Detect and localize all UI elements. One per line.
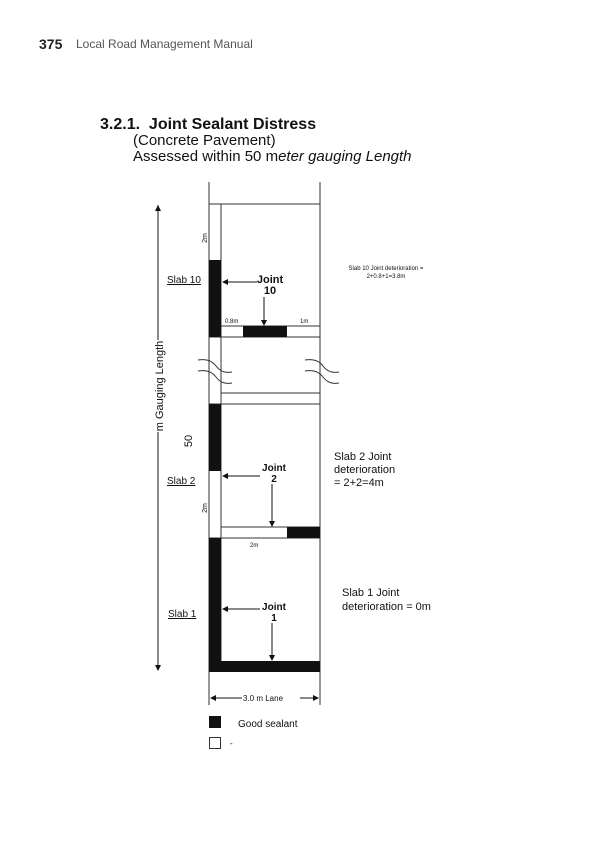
slab1-note-2: deterioration = 0m — [342, 601, 431, 613]
joint1-number: 1 — [271, 613, 277, 624]
slab10-dim-top: 2m — [202, 233, 209, 243]
legend-label-bad: - — [230, 739, 233, 748]
gauging-number: 50 — [183, 435, 195, 447]
legend-label-good: Good sealant — [238, 719, 298, 730]
slab2-label: Slab 2 — [167, 476, 196, 487]
legend-swatch-bad — [209, 737, 221, 749]
lane-outline — [208, 182, 321, 705]
section-subtitle: (Concrete Pavement) — [133, 132, 276, 149]
joint10-label: Joint — [257, 274, 284, 286]
slab10-label: Slab 10 — [167, 275, 201, 286]
gauging-label: m Gauging Length — [154, 341, 166, 432]
slab2-note-3: = 2+2=4m — [334, 477, 384, 489]
slab10-note-1: Slab 10 Joint deterioration = — [349, 266, 424, 272]
slab10-note-2: 2+0.8+1=3.8m — [367, 274, 406, 280]
slab10-dim-a: 0.8m — [225, 319, 238, 325]
section-title: 3.2.1. Joint Sealant Distress — [100, 116, 317, 133]
slab2-note-1: Slab 2 Joint — [334, 451, 391, 463]
slab2-note-2: deterioration — [334, 464, 395, 476]
section-note: Assessed within 50 meter gauging Length — [133, 148, 412, 165]
joint2-number: 2 — [271, 474, 277, 485]
good-sealant-segments — [209, 260, 320, 672]
joint2-label: Joint — [262, 463, 287, 474]
joint1-label: Joint — [262, 602, 287, 613]
legend-swatch-good — [209, 716, 221, 728]
page-number: 375 — [39, 36, 63, 52]
slab1-note-1: Slab 1 Joint — [342, 587, 399, 599]
slab10-dim-b: 1m — [300, 319, 308, 325]
note-italic: eter gauging Length — [278, 148, 412, 165]
slab2-dim-side: 2m — [202, 503, 209, 513]
running-title: Local Road Management Manual — [76, 37, 253, 51]
slab2-dim-bottom: 2m — [250, 543, 258, 549]
lane-label: 3.0 m Lane — [243, 694, 284, 703]
joint10-number: 10 — [264, 285, 276, 297]
break-marks — [197, 359, 340, 384]
note-regular: Assessed within 50 m — [133, 148, 279, 165]
slab1-label: Slab 1 — [168, 609, 197, 620]
